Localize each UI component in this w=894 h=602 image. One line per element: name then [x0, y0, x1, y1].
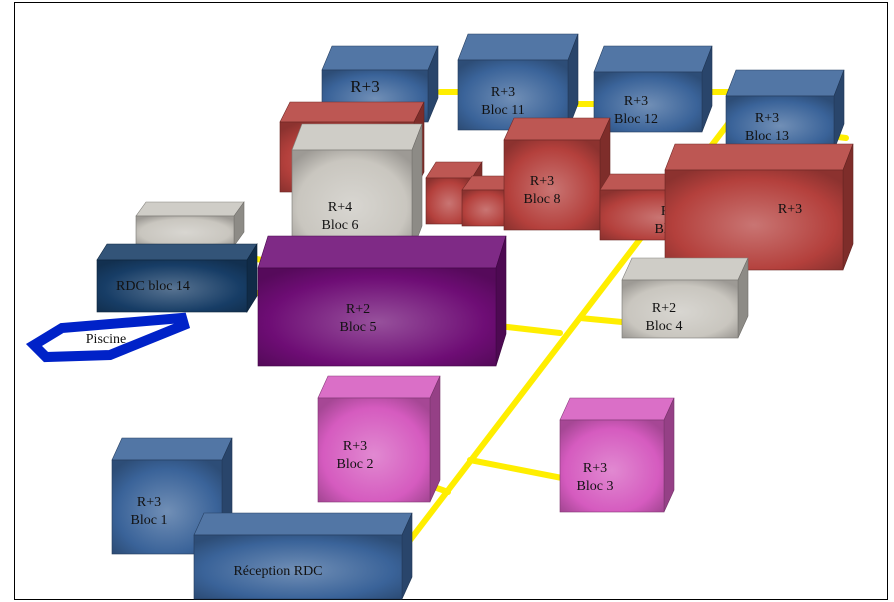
building-label: R+3	[583, 461, 607, 476]
building-label: R+3	[624, 94, 648, 109]
building-label: R+3	[343, 439, 367, 454]
building-top-face	[317, 375, 441, 399]
building-label: R+3	[755, 111, 779, 126]
building-red-right: R+3	[664, 143, 854, 271]
building-label: R+4	[328, 200, 352, 215]
building-top-face	[279, 101, 425, 123]
building-top-face	[96, 243, 258, 261]
corridor-segment	[577, 315, 625, 325]
building-front-face	[725, 95, 835, 151]
building-front-face	[291, 149, 413, 253]
building-top-face	[135, 201, 245, 217]
building-top-face	[193, 512, 413, 536]
building-rdc-bloc-14: RDC bloc 14	[96, 242, 258, 314]
building-label: R+3	[778, 202, 802, 217]
building-label: Bloc 5	[340, 320, 377, 335]
building-label: R+2	[346, 302, 370, 317]
building-label: R+3	[350, 77, 379, 96]
pool-layer: Piscine	[25, 312, 191, 363]
pool-outline	[25, 312, 191, 363]
building-front-face	[135, 215, 235, 247]
building-label: Bloc 2	[337, 457, 374, 472]
building-label: Bloc 11	[481, 103, 524, 118]
building-top-face	[621, 257, 749, 281]
building-label: RDC bloc 14	[116, 279, 190, 294]
building-top-face	[593, 45, 713, 73]
building-grey-annex	[135, 201, 245, 247]
building-label: R+3	[137, 495, 161, 510]
building-front-face	[317, 397, 431, 503]
building-label: Bloc 6	[322, 218, 359, 233]
building-front-face	[257, 267, 497, 367]
building-top-face	[559, 397, 675, 421]
building-front-face	[621, 279, 739, 339]
building-top-face	[257, 235, 507, 269]
building-top-face	[291, 123, 423, 151]
building-top-face	[725, 69, 845, 97]
building-label: R+2	[652, 301, 676, 316]
building-label: R+3	[491, 85, 515, 100]
building-label: Bloc 1	[131, 513, 168, 528]
building-front-face	[664, 169, 844, 271]
pool-piscine: Piscine	[25, 312, 191, 363]
building-front-face	[593, 71, 703, 133]
corridor-segment	[467, 457, 565, 481]
building-top-face	[664, 143, 854, 171]
building-front-face	[96, 259, 248, 313]
building-top-face	[457, 33, 579, 61]
building-label: Bloc 3	[577, 479, 614, 494]
building-top-face	[321, 45, 439, 71]
building-label: Bloc 13	[745, 129, 789, 144]
building-label: R+3	[530, 174, 554, 189]
building-label: Bloc 12	[614, 112, 658, 127]
building-front-face	[559, 419, 665, 513]
building-front-face	[193, 534, 403, 600]
building-front-face	[461, 189, 511, 227]
diagram-frame	[14, 2, 888, 600]
pool-label: Piscine	[86, 332, 126, 347]
building-top-face	[503, 117, 611, 141]
building-front-face	[503, 139, 601, 231]
building-side-face	[429, 375, 441, 503]
building-label: Réception RDC	[233, 564, 322, 579]
building-top-face	[111, 437, 233, 461]
building-label: Bloc 4	[646, 319, 683, 334]
building-label: Bloc 8	[524, 192, 561, 207]
building-reception-rdc: Réception RDC	[193, 512, 413, 600]
